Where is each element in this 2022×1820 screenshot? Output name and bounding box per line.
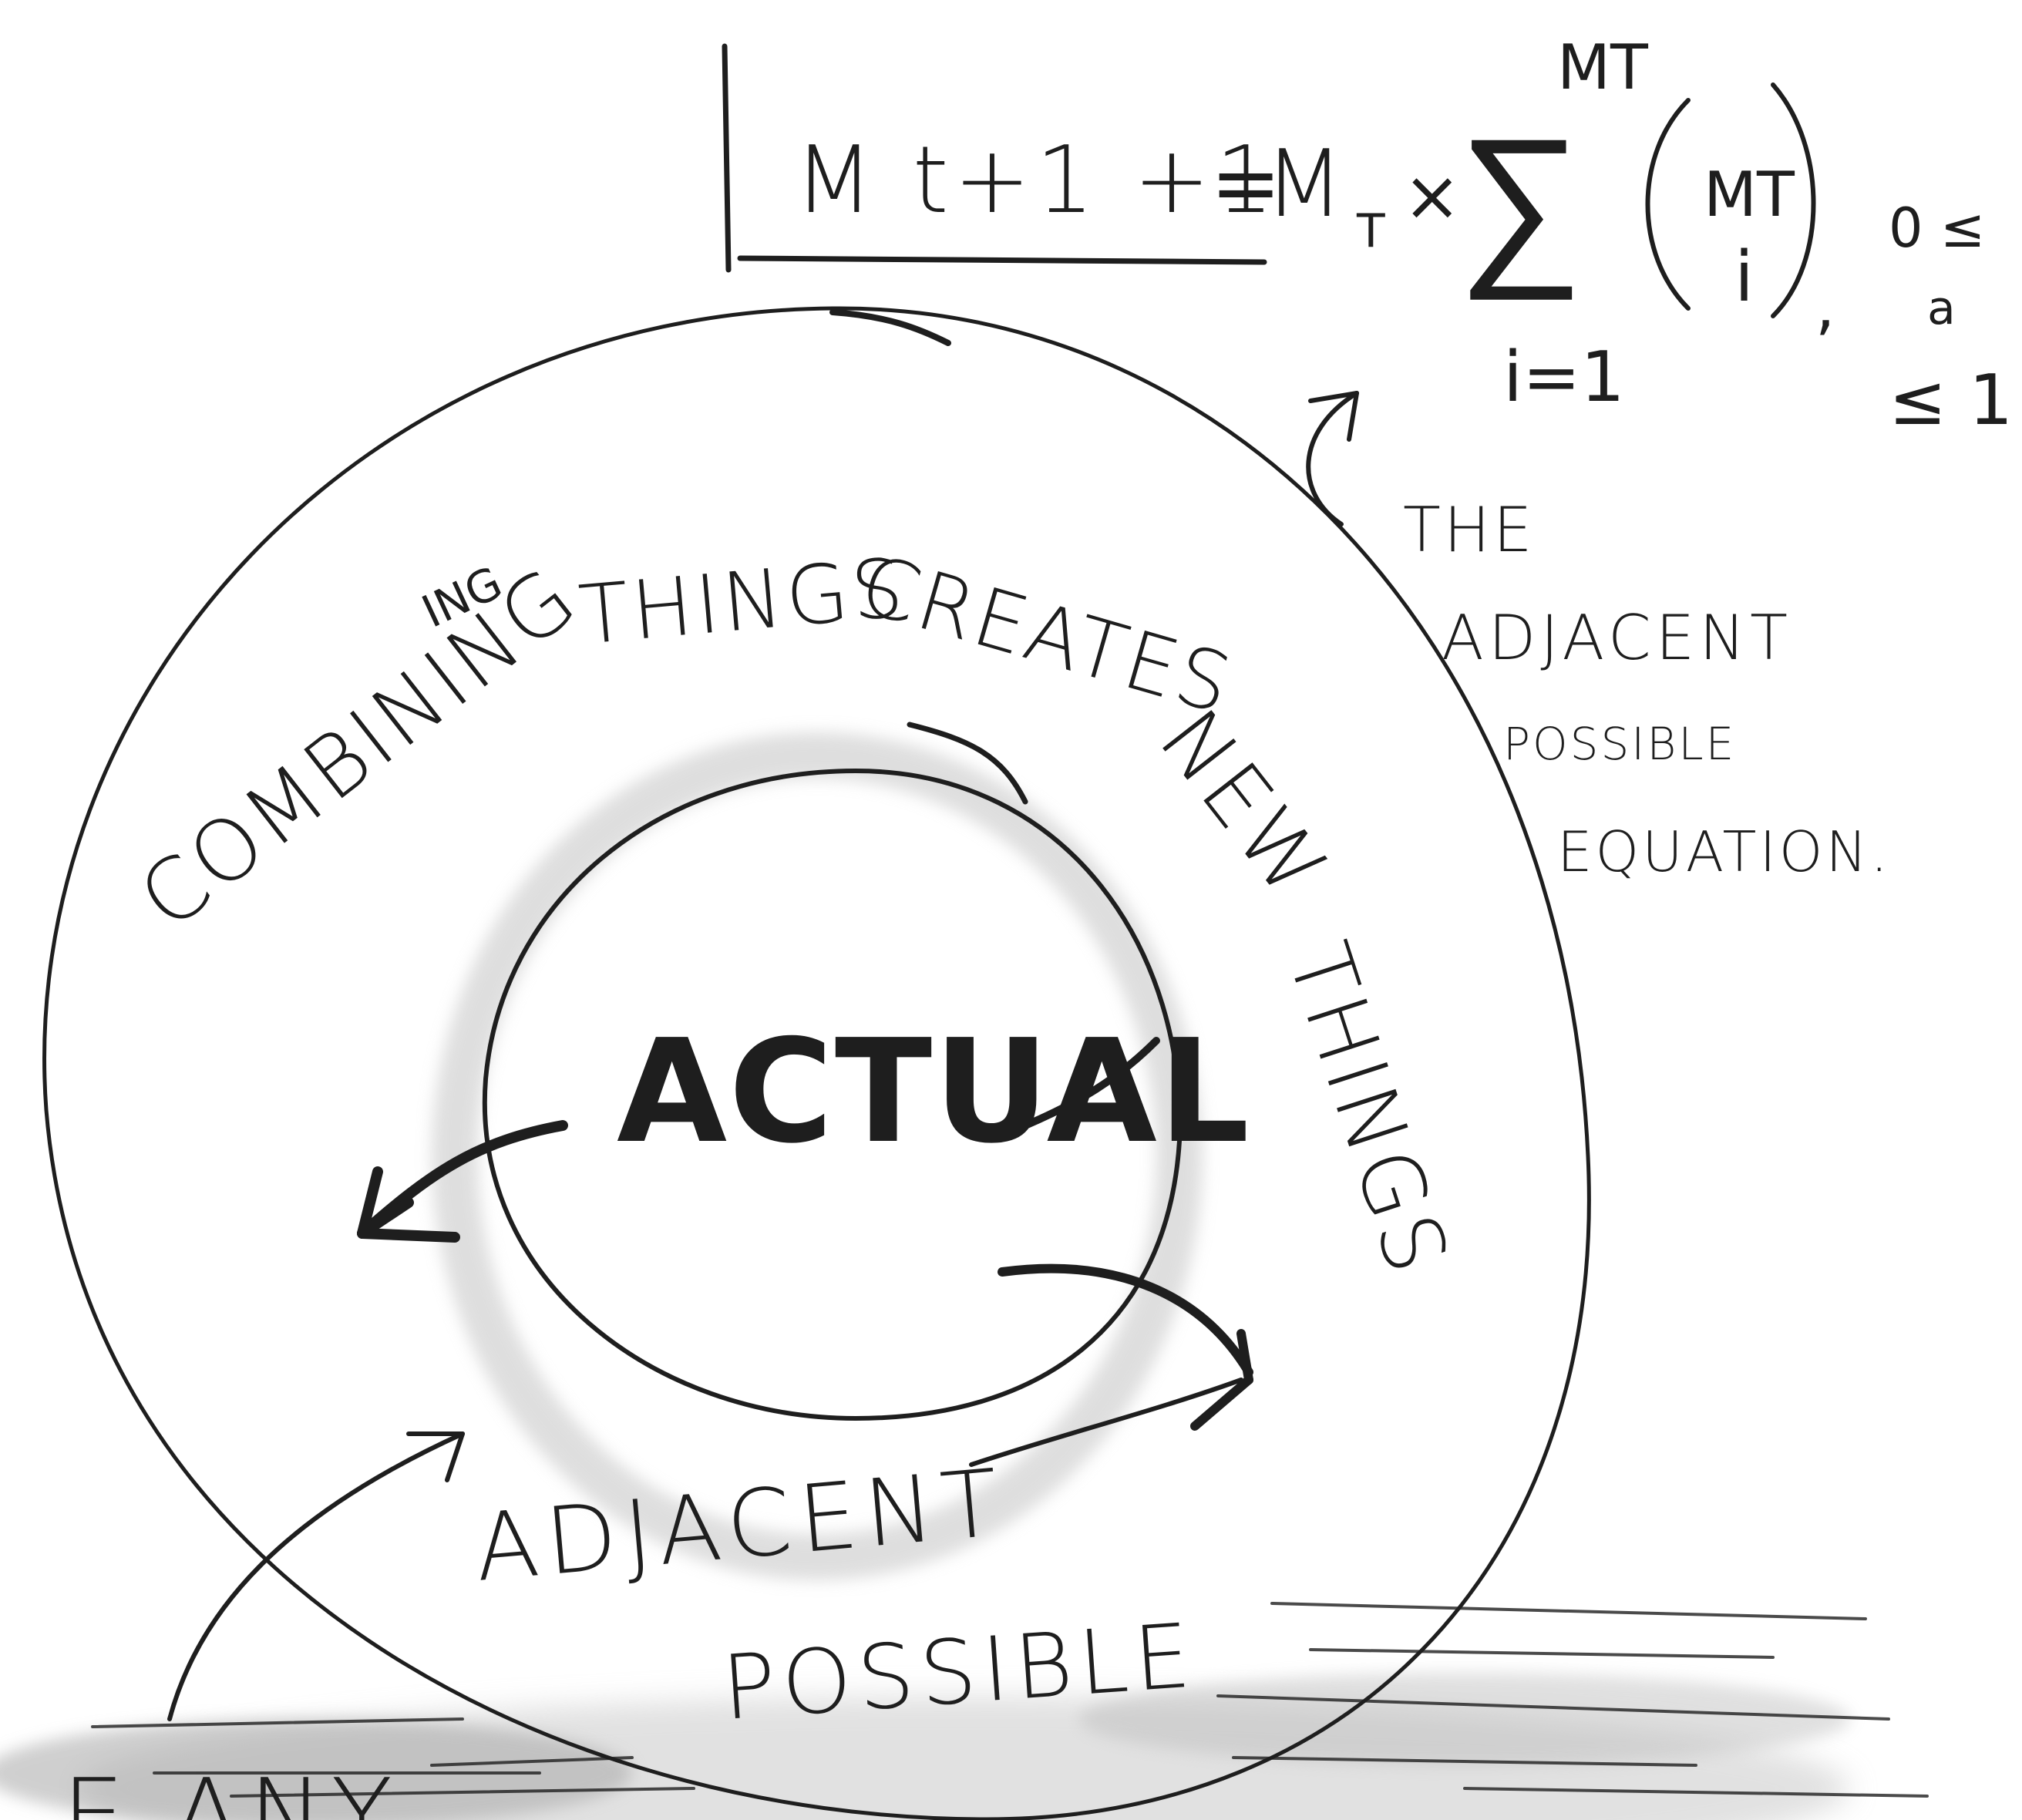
equation-sum-lower: i=1 xyxy=(1503,337,1625,418)
equation-rhs-sub: T xyxy=(1356,204,1385,258)
equation: M t+1 +1 = M T × ∑ MT i=1 MT i , 0 ≤ a ≤… xyxy=(794,32,2013,441)
arrow-right-curve xyxy=(998,1263,1253,1431)
equation-cond-mid: a xyxy=(1927,281,1956,335)
ring-phrase: ING COMBINIΝG THINGS CREATES NEW THINGS xyxy=(121,537,1468,1287)
equation-cond-bottom: ≤ 1 xyxy=(1889,360,2013,441)
annotation-line3: POSSIBLE xyxy=(1503,718,1736,770)
bottom-cropped-text: E ANY xyxy=(62,1757,400,1820)
equation-binom-bottom: i xyxy=(1734,237,1754,318)
equation-sigma: ∑ xyxy=(1457,99,1583,304)
adjacent-possible-circle xyxy=(42,306,1591,1820)
outer-circle-overstroke xyxy=(829,309,951,346)
equation-equals: = xyxy=(1210,133,1281,232)
equation-cond-top: 0 ≤ xyxy=(1889,197,1985,260)
outer-label-line1: ADJACENT xyxy=(470,1449,1010,1603)
actual-label: ACTUAL xyxy=(617,1008,1251,1175)
equation-comma: , xyxy=(1815,271,1835,342)
actual-tick xyxy=(1021,1037,1160,1129)
ground-shadow xyxy=(0,1673,1850,1820)
equation-rhs-m: M xyxy=(1264,131,1344,238)
equation-binom-right-paren xyxy=(1771,82,1816,318)
arrow-top-curve xyxy=(907,722,1028,805)
equation-binom-left-paren xyxy=(1645,98,1691,311)
ring-word-creates: CREATES xyxy=(850,537,1243,733)
annotation-line4: EQUATION. xyxy=(1557,819,1891,884)
annotation-line2: ADJACENT xyxy=(1442,602,1792,674)
equation-binom-top: MT xyxy=(1704,159,1795,230)
ground-hatching xyxy=(91,1602,1929,1798)
actual-circle xyxy=(482,769,1183,1421)
annotation-line1: THE xyxy=(1403,494,1536,566)
equation-bracket xyxy=(722,43,1267,273)
equation-annotation: THE ADJACENT POSSIBLE EQUATION. xyxy=(1403,494,1891,884)
ring-word-new: NEW xyxy=(1141,691,1348,918)
arrow-bottom-left xyxy=(167,1431,465,1721)
equation-lhs: M t+1 +1 xyxy=(794,127,1279,234)
arrow-right-leader xyxy=(969,1378,1243,1467)
arrow-left xyxy=(357,1120,568,1243)
adjacent-possible-label: ADJACENT POSSIBLE xyxy=(470,1449,1199,1741)
arrow-equation-pointer xyxy=(1306,391,1359,526)
equation-times: × xyxy=(1403,156,1461,237)
ring-word-things2: THINGS xyxy=(1268,931,1468,1287)
equation-sum-upper: MT xyxy=(1557,32,1649,103)
